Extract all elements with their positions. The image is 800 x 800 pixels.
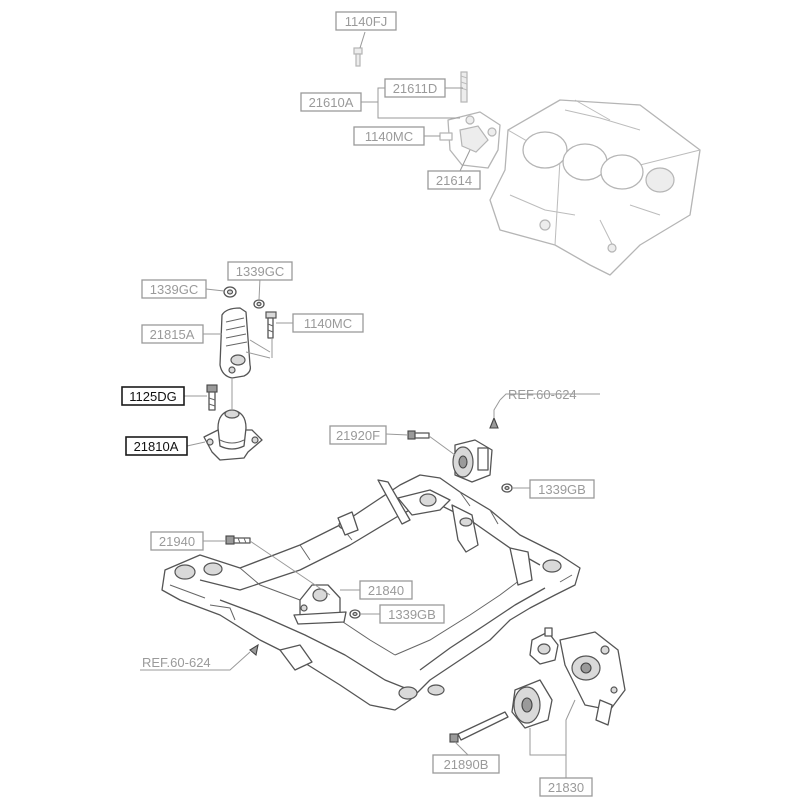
callout-21840[interactable]: 21840	[359, 580, 413, 600]
stud-21611d	[460, 71, 468, 103]
callout-21920f[interactable]: 21920F	[329, 425, 387, 445]
front-roll-mount-bushing	[452, 439, 493, 483]
reference-label-bottom[interactable]: REF.60-624	[142, 655, 211, 670]
svg-text:1339GB: 1339GB	[538, 482, 586, 497]
svg-text:21614: 21614	[436, 173, 472, 188]
nut-1339gc-left	[223, 286, 237, 298]
callout-1339gc-left[interactable]: 1339GC	[141, 279, 207, 299]
callout-1125dg[interactable]: 1125DG	[121, 386, 185, 406]
reference-arrow-bottom	[249, 643, 259, 657]
svg-text:REF.60-624: REF.60-624	[142, 655, 211, 670]
engine-mount-21810a	[203, 409, 263, 461]
bolt-1140fj	[353, 47, 363, 67]
svg-text:1339GC: 1339GC	[150, 282, 198, 297]
nut-1339gb-mid	[349, 609, 361, 619]
engine-bracket	[432, 111, 501, 169]
rear-mount-21830	[511, 627, 626, 729]
callout-1339gc-right[interactable]: 1339GC	[227, 261, 293, 281]
svg-text:21815A: 21815A	[150, 327, 195, 342]
svg-text:21611D: 21611D	[393, 81, 438, 96]
bolt-1140mc-mid	[265, 311, 277, 339]
callout-21610a[interactable]: 21610A	[300, 92, 362, 112]
engine-block	[489, 99, 701, 276]
bolt-1125dg	[206, 384, 218, 411]
svg-text:1339GB: 1339GB	[388, 607, 436, 622]
svg-text:1140FJ: 1140FJ	[345, 14, 387, 29]
callout-21810a[interactable]: 21810A	[125, 436, 188, 456]
nut-1339gb-right	[501, 483, 513, 493]
callout-1339gb-right[interactable]: 1339GB	[529, 479, 595, 499]
callout-1140mc-mid[interactable]: 1140MC	[292, 313, 364, 333]
svg-text:21940: 21940	[159, 534, 195, 549]
callout-1140mc-top[interactable]: 1140MC	[353, 126, 425, 146]
svg-text:21610A: 21610A	[309, 95, 354, 110]
mount-bracket-21815a	[219, 307, 252, 379]
callout-21815a[interactable]: 21815A	[141, 324, 204, 344]
leader-lines	[140, 31, 600, 778]
bolt-21940	[225, 535, 251, 545]
callout-1140fj[interactable]: 1140FJ	[335, 11, 397, 31]
svg-text:21830: 21830	[548, 780, 584, 795]
svg-text:21920F: 21920F	[336, 428, 380, 443]
svg-text:1140MC: 1140MC	[365, 129, 413, 144]
svg-text:21890B: 21890B	[444, 757, 489, 772]
reference-arrow-top	[489, 399, 501, 429]
callout-21940[interactable]: 21940	[150, 531, 204, 551]
callout-21830[interactable]: 21830	[539, 777, 593, 797]
bolt-21890b	[449, 711, 509, 743]
roll-mount-21840	[293, 584, 347, 625]
callout-21611d[interactable]: 21611D	[384, 78, 446, 98]
svg-text:1339GC: 1339GC	[236, 264, 284, 279]
callout-21614[interactable]: 21614	[427, 170, 481, 190]
bolt-21920f	[407, 430, 430, 440]
svg-text:21810A: 21810A	[134, 439, 179, 454]
reference-label-top[interactable]: REF.60-624	[508, 387, 577, 402]
nut-1339gc-right	[253, 299, 265, 309]
svg-text:1125DG: 1125DG	[129, 389, 176, 404]
svg-text:21840: 21840	[368, 583, 404, 598]
callout-21890b[interactable]: 21890B	[432, 754, 500, 774]
callout-1339gb-mid[interactable]: 1339GB	[379, 604, 445, 624]
svg-text:REF.60-624: REF.60-624	[508, 387, 577, 402]
svg-text:1140MC: 1140MC	[304, 316, 352, 331]
